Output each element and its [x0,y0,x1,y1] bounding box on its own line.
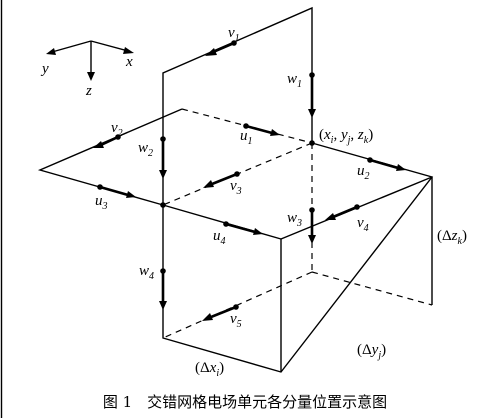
grid-point-node [309,140,315,146]
w2-label: w2 [138,140,153,159]
v3-vector [211,172,238,186]
w3-arrow-icon [308,235,316,244]
u1-arrow-icon [270,129,280,136]
z-axis-arrow-icon [87,72,95,81]
u1-label: u1 [240,128,253,147]
junction-node [160,202,166,208]
w1-node [309,72,315,78]
u3-vector [99,185,129,197]
v2-vector [100,135,119,147]
v5-label: v5 [230,311,242,330]
v5-vector [210,305,237,319]
hidden-bottom-right-edge [311,271,433,306]
z-axis-label: z [85,83,92,99]
u2-node [367,157,373,163]
x-axis-arrow-icon [123,47,134,54]
v4-arrow-icon [325,213,336,220]
v4-node [354,204,360,210]
v5-node [233,304,239,310]
u2-arrow-icon [396,164,406,171]
v1-vector [212,41,235,54]
lower-box [162,142,434,373]
w3-label: w3 [287,210,302,229]
w4-arrow-icon [159,301,167,310]
y-axis-label: y [40,61,49,77]
figure-caption: 图 1 交错网格电场单元各分量位置示意图 [103,393,387,411]
v4-label: v4 [357,215,369,234]
v1-arrow-icon [205,48,217,56]
x-axis-line [90,40,129,52]
axes-glyph: x y z [40,40,134,99]
dz-label: (Δzk) [437,228,467,247]
v3-node [234,171,240,177]
w4-label: w4 [139,263,154,282]
u4-node [223,221,229,227]
v3-label: v3 [230,178,242,197]
u1-vector [245,124,273,135]
box-top-front-edge [162,204,282,240]
y-axis-arrow-icon [46,48,56,55]
w2-node [160,136,166,142]
u2-vector [369,158,399,170]
dx-label: (Δxi) [195,360,224,379]
vector-labels: v1 w1 u1 v2 w2 v3 u2 u3 v4 w3 u4 w4 v5 [95,25,370,330]
v3-arrow-icon [203,180,214,188]
w4-node [160,268,166,274]
v2-node [115,134,121,140]
x-axis-label: x [125,54,133,70]
u1-node [243,123,249,129]
grid-point-label: (xi, yj, zk) [319,127,373,146]
v1-label: v1 [228,25,240,44]
u3-arrow-icon [126,191,136,198]
v2-arrow-icon [93,141,104,148]
y-axis-line [51,40,92,53]
u3-label: u3 [95,193,108,212]
dy-label: (Δyj) [357,342,386,361]
w1-arrow-icon [308,109,316,118]
w2-arrow-icon [159,170,167,179]
u2-label: u2 [357,163,370,182]
u4-arrow-icon [253,228,263,235]
v4-vector [332,205,358,219]
v5-arrow-icon [202,313,213,321]
w1-label: w1 [287,71,302,90]
v2-label: v2 [111,120,123,139]
v1-node [231,40,237,46]
field-vectors [93,40,406,321]
u3-node [97,184,103,190]
u4-vector [225,222,256,234]
u4-label: u4 [213,228,226,247]
w3-node [309,207,315,213]
